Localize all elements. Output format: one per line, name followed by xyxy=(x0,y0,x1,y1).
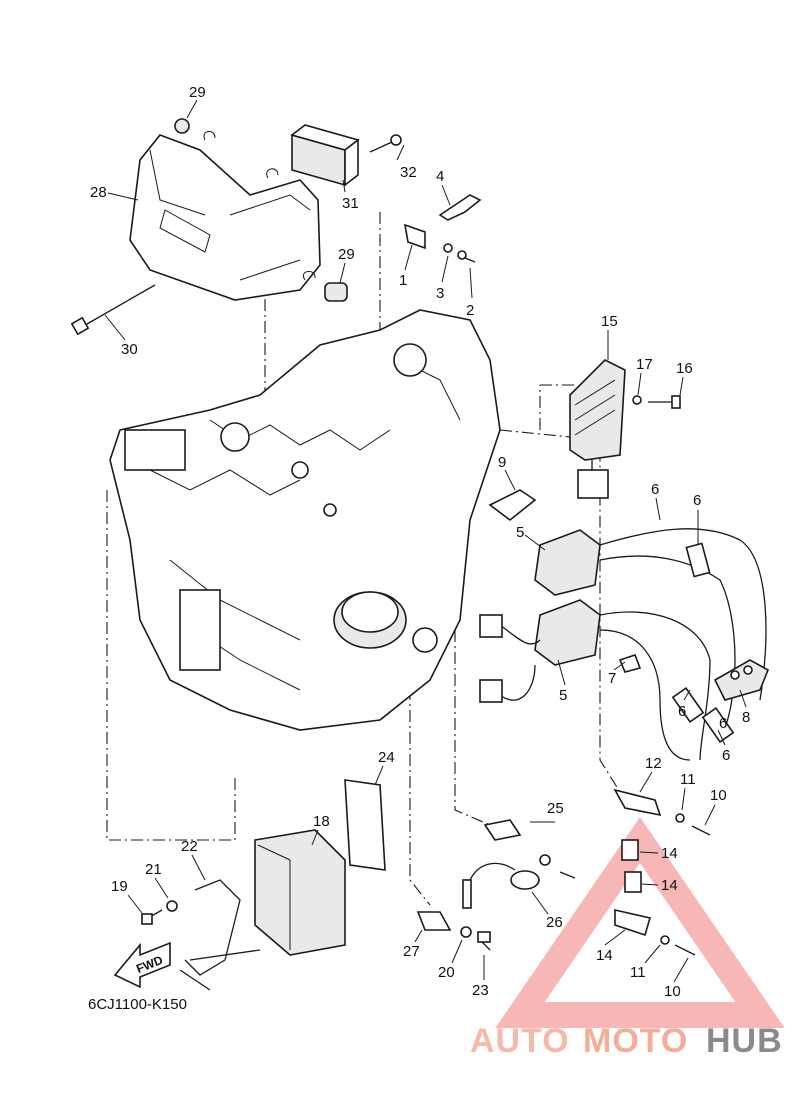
callout-label: 24 xyxy=(378,749,395,766)
callout-label: 6 xyxy=(693,492,701,509)
bolt-part xyxy=(369,134,402,153)
callout-label: 30 xyxy=(121,341,138,358)
callout-label: 14 xyxy=(661,877,678,894)
callout-label: 28 xyxy=(90,184,107,201)
bracket-part xyxy=(403,194,482,263)
callout-label: 31 xyxy=(342,195,359,212)
callout-label: 16 xyxy=(676,360,693,377)
callout-label: 14 xyxy=(661,845,678,862)
clamp-part xyxy=(618,653,642,673)
bracket-part xyxy=(416,911,452,931)
sensor-part xyxy=(483,819,576,879)
callout-label: 5 xyxy=(516,524,524,541)
lead-holder-part xyxy=(713,659,770,701)
callout-label: 6 xyxy=(678,703,686,720)
callout-label: 6 xyxy=(722,747,730,764)
callout-label: 2 xyxy=(466,302,474,319)
callout-label: 27 xyxy=(403,943,420,960)
connector-part xyxy=(479,614,541,703)
callout-label: 32 xyxy=(400,164,417,181)
callout-label: 23 xyxy=(472,982,489,999)
callout-label: 8 xyxy=(742,709,750,726)
rectifier-regulator-part xyxy=(569,359,626,499)
callout-label: 17 xyxy=(636,356,653,373)
washer-part xyxy=(166,900,178,912)
callout-label: 18 xyxy=(313,813,330,830)
callout-label: 5 xyxy=(559,687,567,704)
washer-part xyxy=(460,926,472,938)
callout-label: 9 xyxy=(498,454,506,471)
relay-part xyxy=(290,124,360,187)
callout-label: 29 xyxy=(338,246,355,263)
callout-label: 14 xyxy=(596,947,613,964)
bracket-part xyxy=(179,879,261,991)
callout-label: 19 xyxy=(111,878,128,895)
ignition-coil-part xyxy=(534,528,767,761)
callout-label: 1 xyxy=(399,272,407,289)
engine-cover-part xyxy=(129,118,348,302)
callout-label: 10 xyxy=(710,787,727,804)
clamp-part xyxy=(488,489,537,522)
watermark-auto: AUTO xyxy=(470,1022,570,1060)
bolt-part xyxy=(477,931,491,951)
reference-code: 6CJ1100-K150 xyxy=(88,996,187,1013)
bolt-part xyxy=(141,909,163,925)
watermark-logo xyxy=(495,817,785,1028)
forward-direction-arrow: FWD xyxy=(113,941,171,989)
callout-label: 11 xyxy=(630,964,646,981)
watermark-hub: HUB xyxy=(706,1022,783,1060)
callout-label: 4 xyxy=(436,168,444,185)
callout-label: 7 xyxy=(608,670,616,687)
callout-label: 26 xyxy=(546,914,563,931)
callout-label: 29 xyxy=(189,84,206,101)
callout-label: 12 xyxy=(645,755,662,772)
callout-label: 6 xyxy=(651,481,659,498)
callout-label: 25 xyxy=(547,800,564,817)
engine-block xyxy=(109,309,501,731)
knock-sensor-part xyxy=(462,862,540,909)
cdi-unit-part xyxy=(254,829,346,956)
cable-tie-part xyxy=(79,284,156,329)
bracket-part xyxy=(344,779,386,871)
callout-label: 3 xyxy=(436,285,444,302)
callout-label: 11 xyxy=(680,771,696,788)
watermark-moto: MOTO xyxy=(583,1022,688,1060)
callout-label: 21 xyxy=(145,861,162,878)
bolt-part xyxy=(632,395,681,409)
callout-label: 15 xyxy=(601,313,618,330)
callout-label: 20 xyxy=(438,964,455,981)
callout-label: 6 xyxy=(719,715,727,732)
callout-label: 10 xyxy=(664,983,681,1000)
watermark-text: AUTO MOTO HUB xyxy=(470,1022,783,1060)
callout-labels: 29 28 32 31 4 29 1 3 2 30 15 17 16 9 6 6… xyxy=(90,84,750,1000)
callout-label: 22 xyxy=(181,838,198,855)
bracket-part xyxy=(613,788,711,956)
